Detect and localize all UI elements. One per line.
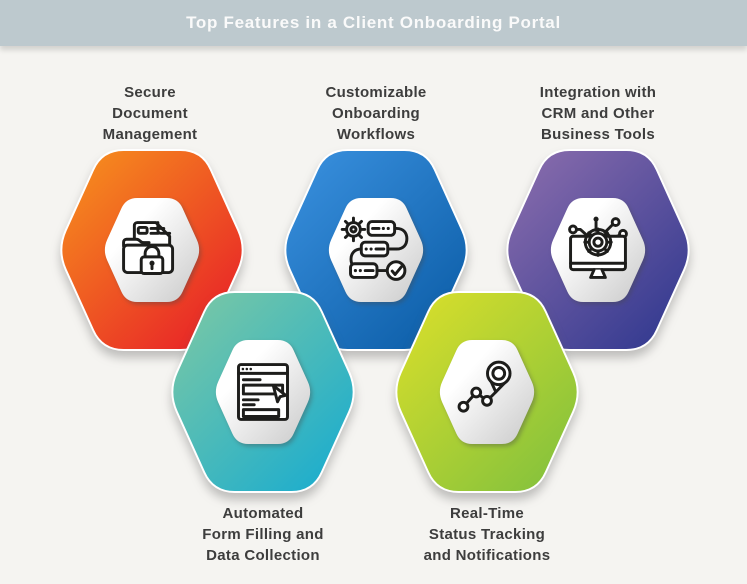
page-title: Top Features in a Client Onboarding Port… <box>186 13 561 32</box>
label-line: Workflows <box>336 126 416 143</box>
hexagon-crm-integration <box>500 146 696 354</box>
label-line: Secure <box>124 84 176 101</box>
hexagon-customizable-onboarding-workflows <box>278 146 474 354</box>
form-cursor-icon <box>237 363 289 421</box>
label-crm-integration: Integration with CRM and Other Business … <box>483 82 713 145</box>
label-line: Form Filling and <box>202 526 324 543</box>
workflow-gear-icon <box>340 216 409 281</box>
label-line: Data Collection <box>206 547 320 564</box>
label-line: Integration with <box>539 84 657 101</box>
label-customizable-onboarding-workflows: Customizable Onboarding Workflows <box>261 82 491 145</box>
label-line: Real-Time <box>449 505 525 522</box>
hexagon-svg <box>284 149 468 351</box>
label-line: Customizable <box>325 84 427 101</box>
hexagon-svg <box>506 149 690 351</box>
label-line: and Notifications <box>423 547 551 564</box>
label-real-time-tracking: Real-Time Status Tracking and Notificati… <box>372 503 602 566</box>
label-line: Automated <box>222 505 304 522</box>
header-band: Top Features in a Client Onboarding Port… <box>0 0 747 46</box>
label-line: Status Tracking <box>428 526 546 543</box>
inner-hexagon <box>439 340 535 444</box>
hexagon-automated-form-filling <box>165 288 361 496</box>
label-automated-form-filling: Automated Form Filling and Data Collecti… <box>148 503 378 566</box>
label-line: Onboarding <box>332 105 420 122</box>
route-pin-icon <box>457 360 512 413</box>
folder-lock-icon <box>122 221 175 275</box>
hexagon-svg <box>395 291 579 493</box>
label-secure-document-management: Secure Document Management <box>35 82 265 145</box>
label-line: Business Tools <box>541 126 655 143</box>
monitor-gear-network-icon <box>568 216 628 279</box>
label-line: CRM and Other <box>541 105 655 122</box>
label-line: Document <box>112 105 188 122</box>
hexagon-svg <box>171 291 355 493</box>
label-line: Management <box>102 126 198 143</box>
hexagon-secure-document-management <box>54 146 250 354</box>
hexagon-real-time-tracking <box>389 288 585 496</box>
hexagon-svg <box>60 149 244 351</box>
